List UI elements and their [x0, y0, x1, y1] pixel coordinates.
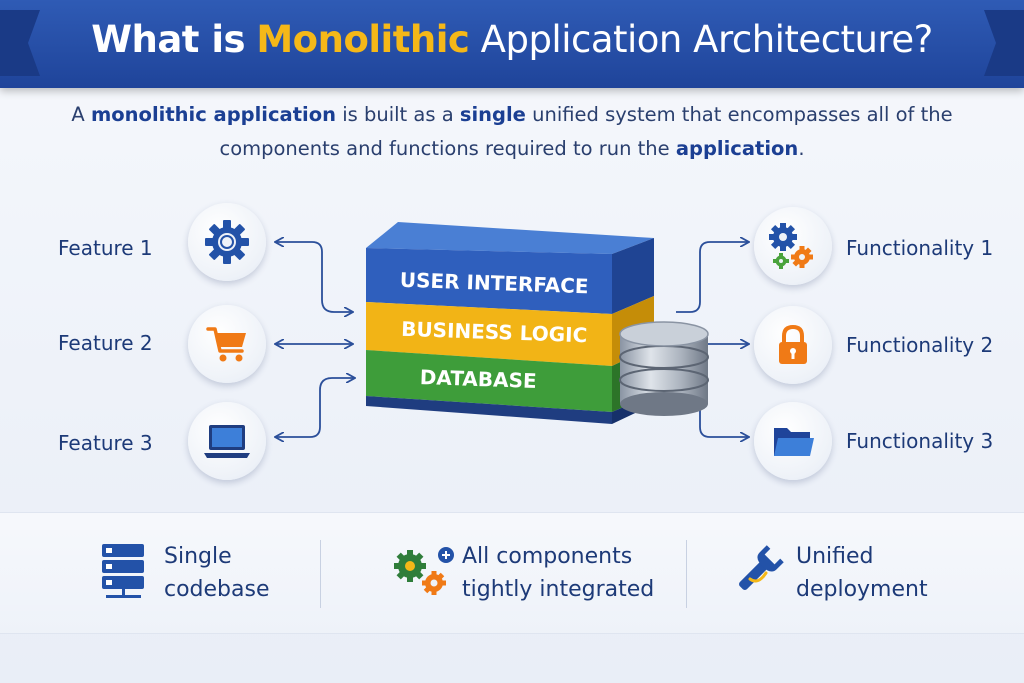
- benefits-panel: [0, 512, 1024, 634]
- feature-label-1: Feature 1: [58, 236, 153, 260]
- integrated-gears-icon: [394, 547, 454, 595]
- arrow-functionality-1: [676, 242, 748, 313]
- functionality-2-badge: [754, 306, 832, 384]
- divider: [320, 540, 321, 608]
- feature-3-badge: [188, 402, 266, 480]
- functionality-label-1: Functionality 1: [846, 236, 994, 260]
- intro-text: A monolithic application is built as a s…: [71, 103, 953, 160]
- feature-2-badge: [188, 305, 266, 383]
- wrench-icon: [739, 545, 784, 590]
- feature-label-2: Feature 2: [58, 331, 153, 355]
- functionality-3-badge: [754, 402, 832, 480]
- arrow-feature-3: [276, 378, 354, 437]
- page-title: What is Monolithic Application Architect…: [91, 18, 933, 61]
- functionality-1-badge: [754, 207, 832, 285]
- shopping-cart-icon: [206, 327, 246, 362]
- functionality-label-2: Functionality 2: [846, 333, 994, 357]
- feature-1-badge: [188, 203, 266, 281]
- arrow-feature-1: [276, 242, 352, 312]
- title-banner: [0, 0, 1024, 88]
- folder-icon: [774, 428, 814, 456]
- divider: [686, 540, 687, 608]
- laptop-icon: [204, 425, 250, 458]
- gear-icon: [205, 220, 249, 264]
- arrow-functionality-3: [699, 400, 748, 437]
- padlock-icon: [779, 324, 807, 364]
- feature-label-3: Feature 3: [58, 431, 153, 455]
- stack-layer-label: DATABASE: [419, 365, 537, 393]
- database-cylinder-icon: [619, 321, 709, 416]
- gears-icon: [769, 223, 813, 269]
- server-icon: [102, 544, 144, 598]
- functionality-label-3: Functionality 3: [846, 429, 994, 453]
- architecture-stack: USER INTERFACE BUSINESS LOGIC DATABASE: [366, 222, 654, 424]
